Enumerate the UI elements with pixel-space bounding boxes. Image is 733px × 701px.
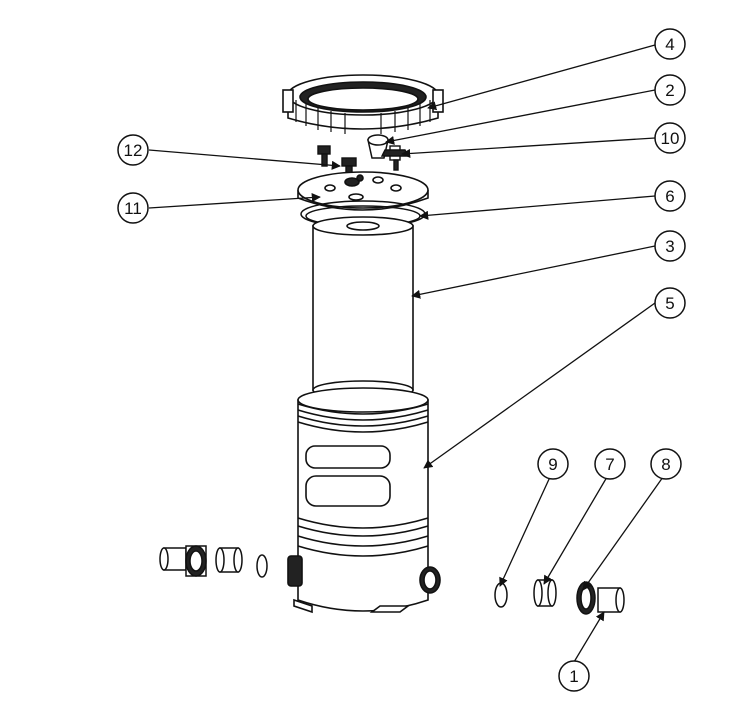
leader-lines [148, 44, 664, 663]
svg-text:9: 9 [548, 455, 557, 474]
callout-3: 3 [654, 230, 686, 262]
right-union-assembly [494, 579, 625, 615]
callout-9: 9 [537, 448, 569, 480]
locking-ring [282, 74, 444, 134]
filter-lid [297, 171, 429, 211]
svg-text:1: 1 [569, 667, 578, 686]
filter-housing [287, 387, 441, 614]
callout-1: 1 [558, 660, 590, 692]
callout-5: 5 [654, 287, 686, 319]
svg-text:3: 3 [665, 237, 674, 256]
svg-text:12: 12 [124, 141, 143, 160]
svg-text:11: 11 [124, 199, 142, 218]
left-union-assembly [159, 545, 268, 578]
svg-text:2: 2 [665, 81, 674, 100]
callout-2: 2 [654, 74, 686, 106]
callout-4: 4 [654, 28, 686, 60]
callout-11: 11 [117, 192, 149, 224]
svg-text:6: 6 [665, 187, 674, 206]
svg-text:7: 7 [605, 455, 614, 474]
svg-text:10: 10 [661, 129, 680, 148]
drain-valve-left [317, 145, 357, 175]
svg-text:5: 5 [665, 294, 674, 313]
svg-text:4: 4 [665, 35, 674, 54]
callout-10: 10 [654, 122, 686, 154]
callout-8: 8 [650, 448, 682, 480]
o-ring-9 [494, 582, 508, 608]
callout-12: 12 [117, 134, 149, 166]
svg-text:8: 8 [661, 455, 670, 474]
callout-7: 7 [594, 448, 626, 480]
drain-valve-right [380, 145, 410, 171]
callout-6: 6 [654, 180, 686, 212]
filter-cartridge [312, 216, 414, 400]
